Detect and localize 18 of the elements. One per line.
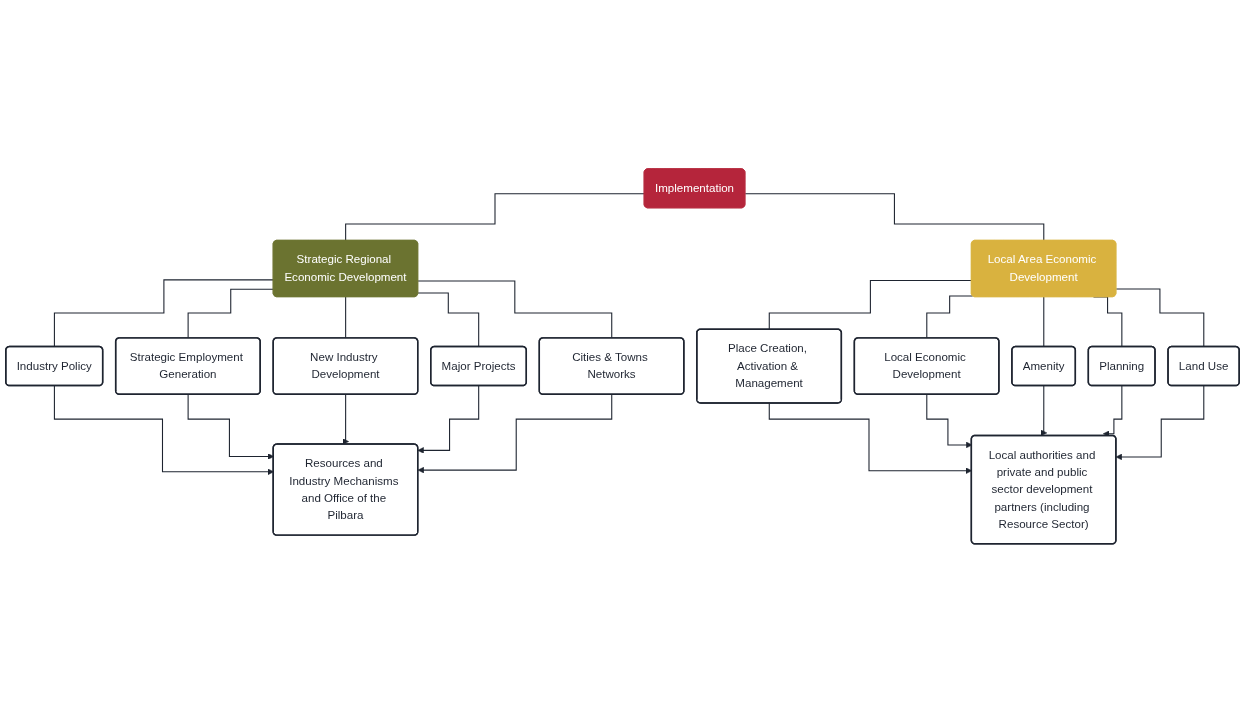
connector — [744, 193, 1045, 242]
connector — [187, 288, 275, 339]
connector — [768, 280, 973, 331]
connector — [417, 292, 480, 348]
arrow — [1102, 385, 1123, 438]
connector — [1115, 288, 1205, 348]
connector — [417, 280, 613, 339]
arrow — [53, 385, 274, 476]
connector — [345, 193, 646, 242]
arrow — [417, 394, 613, 474]
arrow — [1040, 385, 1048, 437]
connector — [1043, 296, 1045, 348]
arrow — [342, 394, 349, 445]
connector — [345, 296, 347, 339]
connector — [53, 279, 275, 348]
connector — [926, 295, 974, 339]
arrow — [1115, 385, 1205, 461]
arrow — [417, 385, 480, 454]
